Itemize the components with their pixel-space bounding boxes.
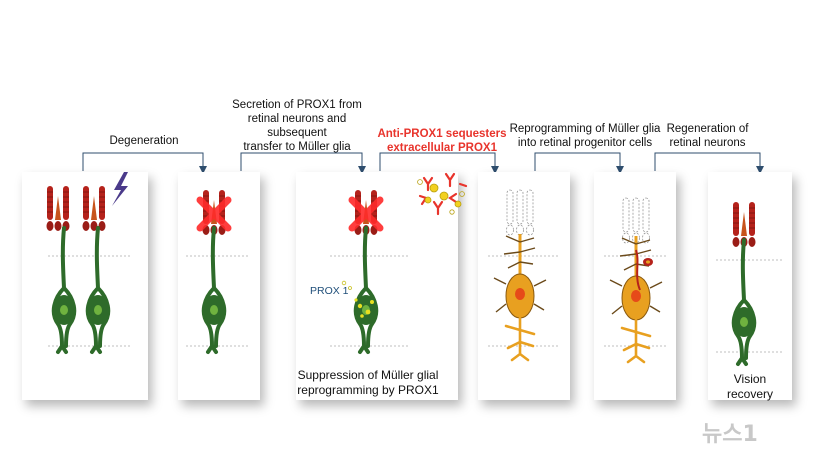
label-secretion-line3: subsequent (267, 127, 327, 139)
panel3-neuron (330, 189, 410, 354)
label-reprogramming: Reprogramming of Müller glia into retina… (505, 122, 665, 150)
label-secretion: Secretion of PROX1 from retinal neurons … (222, 98, 372, 154)
prox1-particles (341, 280, 374, 318)
panel1-neurons (46, 172, 130, 354)
label-secretion-line1: Secretion of PROX1 from (232, 99, 362, 111)
panel5-progenitor (604, 197, 668, 364)
antibody-icon (417, 172, 468, 216)
label-degeneration: Degeneration (100, 134, 188, 148)
label-secretion-line2: retinal neurons and (247, 113, 347, 125)
label-vision-line1: Vision (733, 372, 767, 386)
panel2-neuron (186, 189, 250, 354)
lightning-icon (112, 172, 128, 206)
label-regen-line2: retinal neurons (669, 137, 746, 149)
label-vision-line2: recovery (726, 387, 773, 401)
label-anti-prox1: Anti-PROX1 sequesters extracellular PROX… (372, 127, 512, 155)
label-reprog-line2: into retinal progenitor cells (517, 137, 653, 149)
label-anti-line2: extracellular PROX1 (387, 142, 497, 154)
label-suppression-line2: reprogramming by PROX1 (297, 383, 439, 397)
label-secretion-line4: transfer to Müller glia (243, 141, 351, 153)
watermark-text: 뉴스1 (702, 422, 758, 447)
prox1-label-text: PROX 1 (310, 285, 349, 297)
panel4-progenitor (488, 189, 560, 362)
prox1-label: PROX 1 (310, 285, 349, 297)
label-suppression: Suppression of Müller glial reprogrammin… (282, 368, 454, 398)
label-reprog-line1: Reprogramming of Müller glia (509, 123, 661, 135)
label-vision-recovery: Vision recovery (712, 372, 788, 402)
label-regeneration: Regeneration of retinal neurons (660, 122, 755, 150)
label-suppression-line1: Suppression of Müller glial (297, 368, 439, 382)
label-anti-line1: Anti-PROX1 sequesters (377, 128, 507, 140)
label-regen-line1: Regeneration of (666, 123, 749, 135)
watermark-logo: 뉴스1 (702, 416, 758, 448)
panel6-neuron (716, 201, 782, 366)
label-degeneration-text: Degeneration (109, 135, 179, 147)
